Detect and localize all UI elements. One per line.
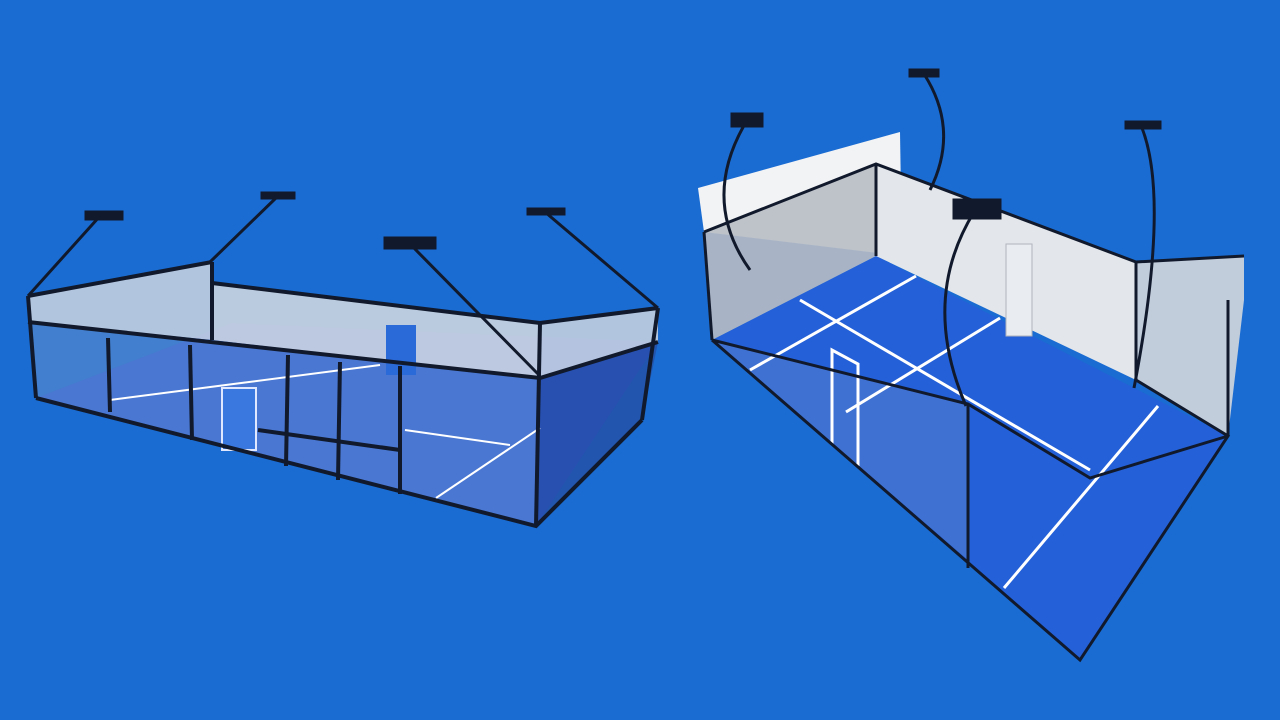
left-court-back-wall	[212, 283, 540, 378]
floodlight-icon	[526, 207, 566, 216]
right-court-floor	[712, 256, 1228, 660]
right-court-left-wall	[704, 164, 876, 340]
right-court-lines	[749, 274, 1160, 589]
left-court-light-poles	[26, 191, 659, 378]
right-court-door	[1005, 243, 1033, 337]
left-court-front-door	[221, 387, 257, 451]
floodlight-icon	[260, 191, 296, 200]
left-court-side-wall	[28, 262, 212, 340]
floodlight-icon	[383, 236, 437, 250]
floodlight-icon	[1124, 120, 1162, 130]
left-court-right-wall	[540, 308, 658, 378]
floodlight-icon	[84, 210, 124, 221]
floodlight-icon	[952, 198, 1002, 220]
left-court-right-glass	[536, 342, 658, 526]
left-court-frame	[26, 260, 660, 529]
left-court-lines	[109, 364, 541, 499]
floodlight-icon	[730, 112, 764, 128]
right-court-frame	[702, 162, 1245, 663]
left-padel-court	[26, 191, 660, 529]
right-court-light-poles	[722, 68, 1162, 407]
right-padel-court	[698, 68, 1245, 663]
right-court-right-wall	[1136, 256, 1244, 436]
floodlight-icon	[908, 68, 940, 78]
